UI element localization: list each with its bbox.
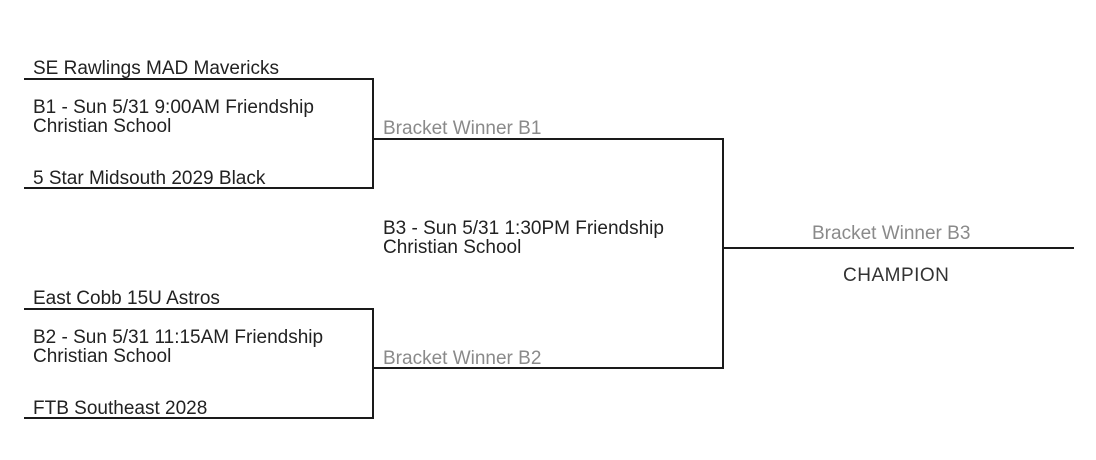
b2-game-info: B2 - Sun 5/31 11:15AM Friendship Christi… [33,327,324,367]
b3-vertical-line [722,138,724,369]
b3-top-line [372,138,724,140]
winner-b2-label: Bracket Winner B2 [383,348,542,369]
b2-bottom-line [24,417,374,419]
b2-team-top: East Cobb 15U Astros [33,288,220,309]
winner-b3-label: Bracket Winner B3 [812,223,971,244]
b1-game-info: B1 - Sun 5/31 9:00AM Friendship Christia… [33,97,314,137]
b1-team-bottom: 5 Star Midsouth 2029 Black [33,168,266,189]
b1-vertical-line [372,78,374,189]
final-line [722,247,1074,249]
winner-b1-label: Bracket Winner B1 [383,118,542,139]
b1-top-line [24,78,374,80]
champion-label: CHAMPION [843,265,950,286]
b3-bottom-line [372,367,724,369]
b2-top-line [24,308,374,310]
b3-game-info: B3 - Sun 5/31 1:30PM Friendship Christia… [383,218,664,258]
b1-team-top: SE Rawlings MAD Mavericks [33,58,279,79]
b1-bottom-line [24,187,374,189]
b2-team-bottom: FTB Southeast 2028 [33,398,208,419]
b2-vertical-line [372,308,374,419]
